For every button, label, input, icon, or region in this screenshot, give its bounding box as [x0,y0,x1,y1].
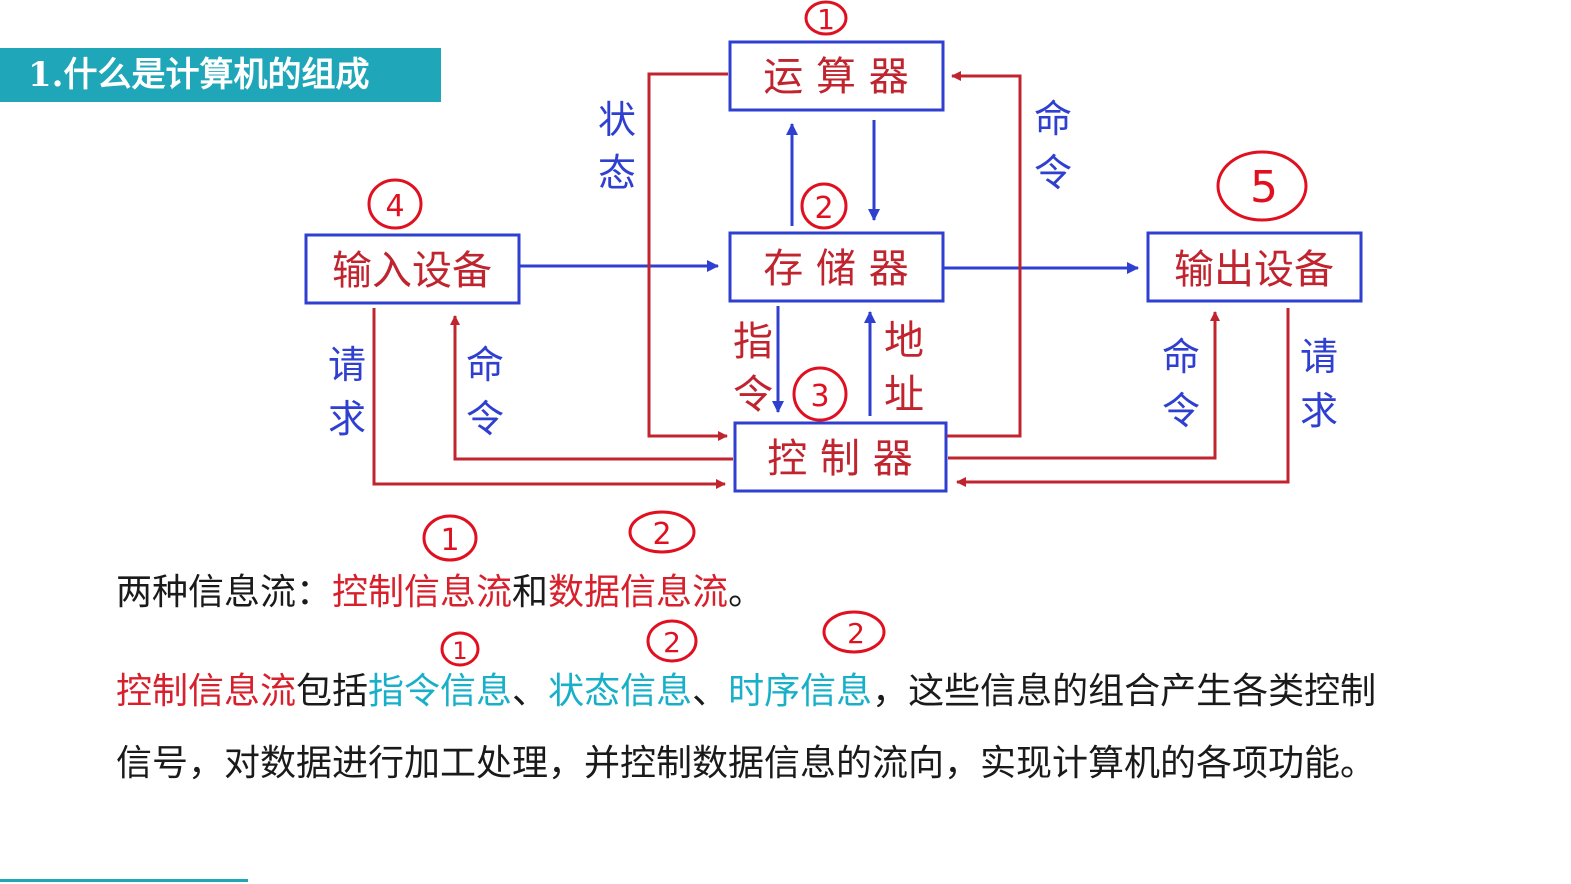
output-device-box: 输出设备 [1146,231,1363,303]
controller-command-to-input-arrow [450,315,733,461]
annotation-control-flow: 1 [422,514,478,562]
svg-text:1: 1 [452,637,467,665]
controller-box: 控 制 器 [733,421,948,493]
label-cmd-left-2: 令 [466,397,504,441]
timing-info-term: 时序信息 [728,671,873,712]
annotation-alu: 1 [804,0,848,36]
input-device-label: 输入设备 [332,248,492,294]
label-cmd-top-1: 命 [1034,97,1072,141]
label-req-left-1: 请 [328,343,366,387]
line2-sep1: 、 [512,671,549,712]
alu-box: 运 算 器 [728,40,945,112]
info-flow-line: 两种信息流：控制信息流和数据信息流。 [116,563,764,615]
label-addr-1: 地 [884,318,924,364]
svg-text:2: 2 [663,626,681,659]
label-req-right-2: 求 [1300,389,1338,433]
label-instr-2: 令 [733,372,773,418]
annotation-output: 5 [1216,150,1308,222]
control-flow-term-2: 控制信息流 [116,671,297,712]
label-cmd-right-1: 命 [1162,335,1200,379]
label-status-2: 态 [598,151,636,195]
controller-label: 控 制 器 [767,436,912,482]
controller-command-to-output-arrow [948,311,1220,460]
svg-text:2: 2 [847,617,865,650]
annotation-data-flow: 2 [628,510,696,554]
svg-text:3: 3 [810,379,829,414]
svg-text:1: 1 [440,523,459,558]
output-request-to-controller-arrow [956,308,1290,487]
slide-title: 1.什么是计算机的组成 [0,48,441,102]
instr-info-term: 指令信息 [368,671,513,712]
annotation-input: 4 [367,178,423,230]
label-req-right-1: 请 [1300,335,1338,379]
annotation-controller: 3 [792,366,848,422]
label-cmd-left-1: 命 [466,343,504,387]
function-line: 信号，对数据进行加工处理，并控制数据信息的流向，实现计算机的各项功能。 [116,743,1377,784]
label-req-left-2: 求 [328,397,366,441]
alu-status-to-controller-arrow [647,72,728,441]
line2-rest: ，这些信息的组合产生各类控制 [872,671,1377,712]
alu-label: 运 算 器 [763,54,908,100]
input-device-box: 输入设备 [304,233,521,305]
svg-text:4: 4 [385,189,404,224]
memory-box: 存 储 器 [728,231,945,303]
controller-command-to-alu-arrow [947,71,1022,438]
label-cmd-right-2: 令 [1162,389,1200,433]
svg-text:5: 5 [1250,162,1278,213]
svg-text:1: 1 [817,3,835,36]
annotation-timing-info: 2 [822,610,886,654]
label-instr-1: 指 [733,319,773,365]
memory-label: 存 储 器 [763,246,908,292]
label-cmd-top-2: 令 [1034,151,1072,195]
svg-text:2: 2 [652,517,671,552]
data-flow-term: 数据信息流 [548,572,729,613]
status-info-term: 状态信息 [548,671,693,712]
control-flow-term: 控制信息流 [332,572,513,613]
label-addr-2: 址 [884,372,924,418]
annotation-memory: 2 [800,182,848,230]
annotation-instr-info: 1 [440,631,480,667]
line1-prefix: 两种信息流： [116,572,333,613]
control-flow-line: 控制信息流包括指令信息、状态信息、时序信息，这些信息的组合产生各类控制 [116,662,1376,714]
line2-include: 包括 [296,671,369,712]
annotation-status-info: 2 [646,619,698,663]
svg-text:2: 2 [814,191,833,226]
bottom-accent-line [0,879,248,882]
label-status-1: 状 [598,98,636,142]
output-device-label: 输出设备 [1174,247,1334,293]
line1-and: 和 [512,572,549,613]
line1-end: 。 [728,572,765,613]
input-request-to-controller-arrow [372,308,726,489]
line2-sep2: 、 [692,671,729,712]
